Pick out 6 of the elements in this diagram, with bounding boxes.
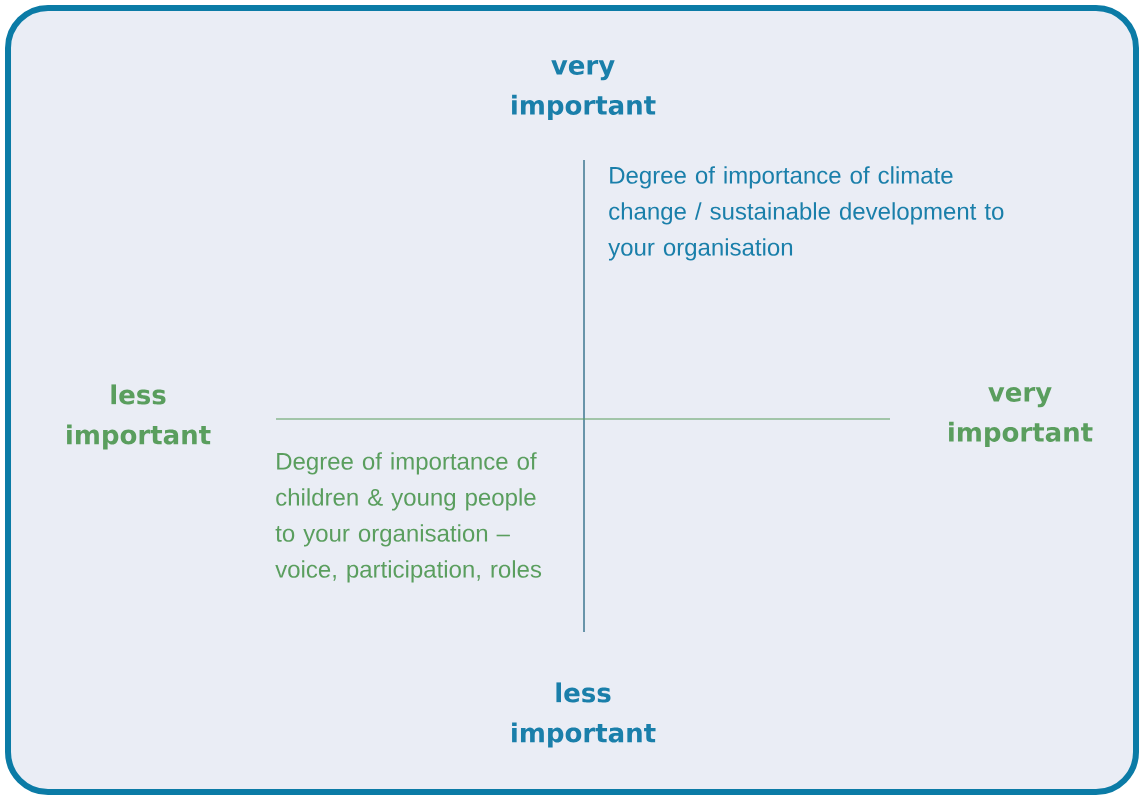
axis-description: Degree of importance of children & young people to your organisation – voice, participation, roles bbox=[275, 452, 542, 583]
axis-end-label: very important bbox=[512, 60, 656, 120]
axis-description: Degree of importance of climate change / sustainable development to your organisation bbox=[608, 166, 1004, 261]
axis-end-label: less important bbox=[67, 384, 211, 450]
axis-end-label: very important bbox=[949, 387, 1093, 447]
axis-end-label: less important bbox=[512, 682, 656, 748]
